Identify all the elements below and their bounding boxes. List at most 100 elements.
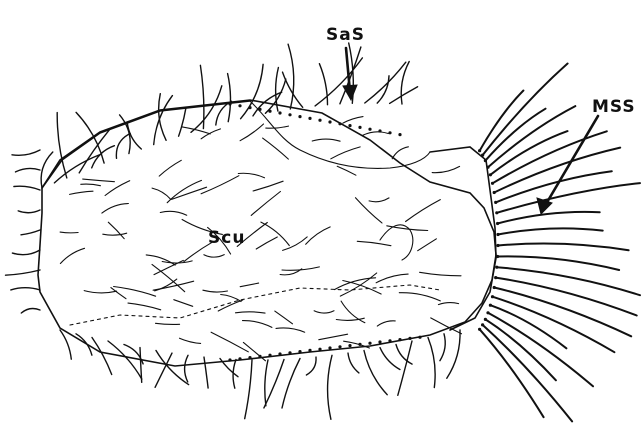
surface-seta [146,255,175,265]
scutum-body [38,100,496,366]
setal-socket [258,355,261,358]
marginal-seta [6,270,41,275]
scutellar-macroseta [488,106,575,167]
surface-seta [103,233,127,235]
surface-seta [312,139,340,141]
setal-socket [308,349,311,352]
surface-seta [256,237,277,249]
marginal-seta [41,152,53,188]
marginal-setae [6,43,641,421]
setal-socket [481,323,484,326]
surface-seta [376,274,408,283]
surface-seta [337,166,356,175]
marginal-seta [191,86,222,133]
setal-socket [328,346,331,349]
surface-seta [363,132,388,135]
scutellar-macroseta [498,228,603,234]
setal-socket [496,255,499,258]
marginal-seta [154,96,173,145]
setal-socket [486,166,489,169]
surface-seta [406,200,441,222]
setal-socket [493,286,496,289]
setal-socket [358,343,361,346]
surface-seta [84,291,116,293]
marginal-seta [447,330,460,378]
surface-seta [263,138,289,159]
marginal-seta [401,62,409,105]
surface-seta [399,293,440,301]
marginal-seta [245,360,252,419]
setal-socket [248,356,251,359]
marginal-seta [306,357,316,375]
setal-socket [328,120,331,123]
setal-socket [368,342,371,345]
setal-socket [248,106,251,109]
setal-socket [494,276,497,279]
surface-seta [60,248,84,263]
surface-seta [238,173,264,178]
setal-socket [478,149,481,152]
marginal-seta [12,250,40,255]
marginal-seta [14,186,40,190]
surface-seta [204,255,224,258]
surface-seta [156,323,180,324]
setal-socket [278,111,281,114]
label-sas: SaS [326,25,365,45]
setal-socket [268,354,271,357]
scutellar-macroseta [488,313,593,387]
setal-socket [481,154,484,157]
marginal-seta [364,351,387,395]
setal-socket [398,338,401,341]
surface-seta [153,281,194,290]
setal-socket [238,104,241,107]
surface-seta [261,222,289,245]
surface-seta [160,211,186,215]
scutellar-macroseta [498,244,629,251]
surface-seta [174,300,193,307]
surface-seta [266,126,289,128]
surface-seta [319,334,348,340]
surface-seta [236,312,266,313]
marginal-seta [21,230,40,235]
marginal-seta [348,353,359,373]
marginal-seta [228,74,231,122]
marginal-seta [11,288,40,290]
surface-seta [377,321,395,326]
surface-seta [369,198,389,202]
hind-margin [380,225,413,260]
setal-socket [484,159,487,162]
marginal-seta [440,334,445,361]
surface-seta [357,241,391,245]
surface-seta [180,338,201,343]
marginal-seta [16,168,41,171]
marginal-seta [18,210,40,213]
surface-seta [275,311,293,324]
scutellar-macroseta [480,91,524,151]
setal-socket [388,131,391,134]
mss-arrow-head [537,198,552,214]
setal-socket [494,201,497,204]
setal-socket [288,351,291,354]
setal-socket [408,337,411,340]
surface-seta [105,181,130,196]
marginal-seta [380,348,400,370]
setal-socket [348,344,351,347]
surface-seta [70,191,93,194]
marginal-seta [159,94,166,141]
setal-socket [338,345,341,348]
setal-socket [398,133,401,136]
setal-socket [368,128,371,131]
surface-seta [418,239,437,251]
setal-socket [378,340,381,343]
setal-socket [418,336,421,339]
surface-seta [276,328,305,332]
setal-socket [318,119,321,122]
surface-seta [60,232,78,233]
setal-socket [348,124,351,127]
marginal-seta [179,108,186,136]
scutellar-macroseta [483,64,568,156]
setal-socket [496,222,499,225]
surface-seta [253,181,283,191]
scutellar-macroseta [490,131,567,175]
